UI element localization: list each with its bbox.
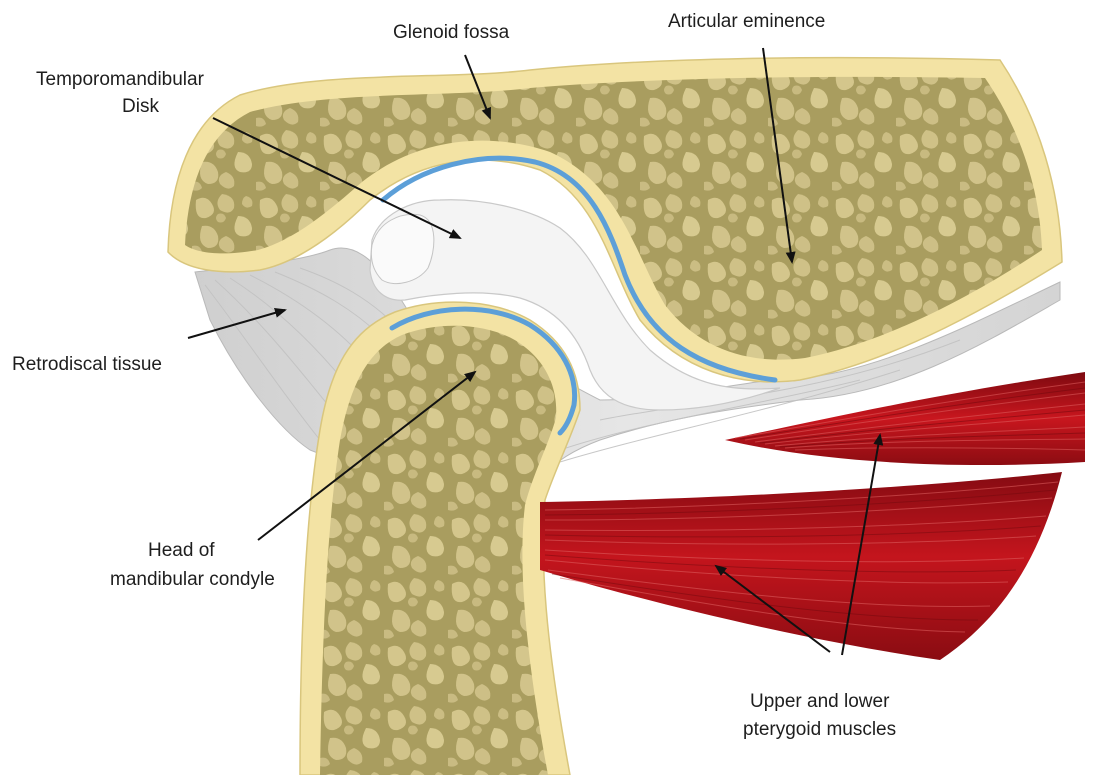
label-pterygoid-line2: pterygoid muscles xyxy=(743,719,896,740)
label-condyle-line1: Head of xyxy=(148,540,215,561)
lower-pterygoid-muscle xyxy=(540,472,1062,660)
label-tmj-disk-line2: Disk xyxy=(122,96,159,117)
label-articular-eminence: Articular eminence xyxy=(668,11,825,32)
label-glenoid-fossa: Glenoid fossa xyxy=(393,22,510,43)
label-condyle-line2: mandibular condyle xyxy=(110,569,275,590)
label-retrodiscal-tissue: Retrodiscal tissue xyxy=(12,354,162,375)
label-tmj-disk-line1: Temporomandibular xyxy=(36,69,205,90)
label-pterygoid-line1: Upper and lower xyxy=(750,691,890,712)
mandibular-condyle-cancellous xyxy=(320,326,556,775)
